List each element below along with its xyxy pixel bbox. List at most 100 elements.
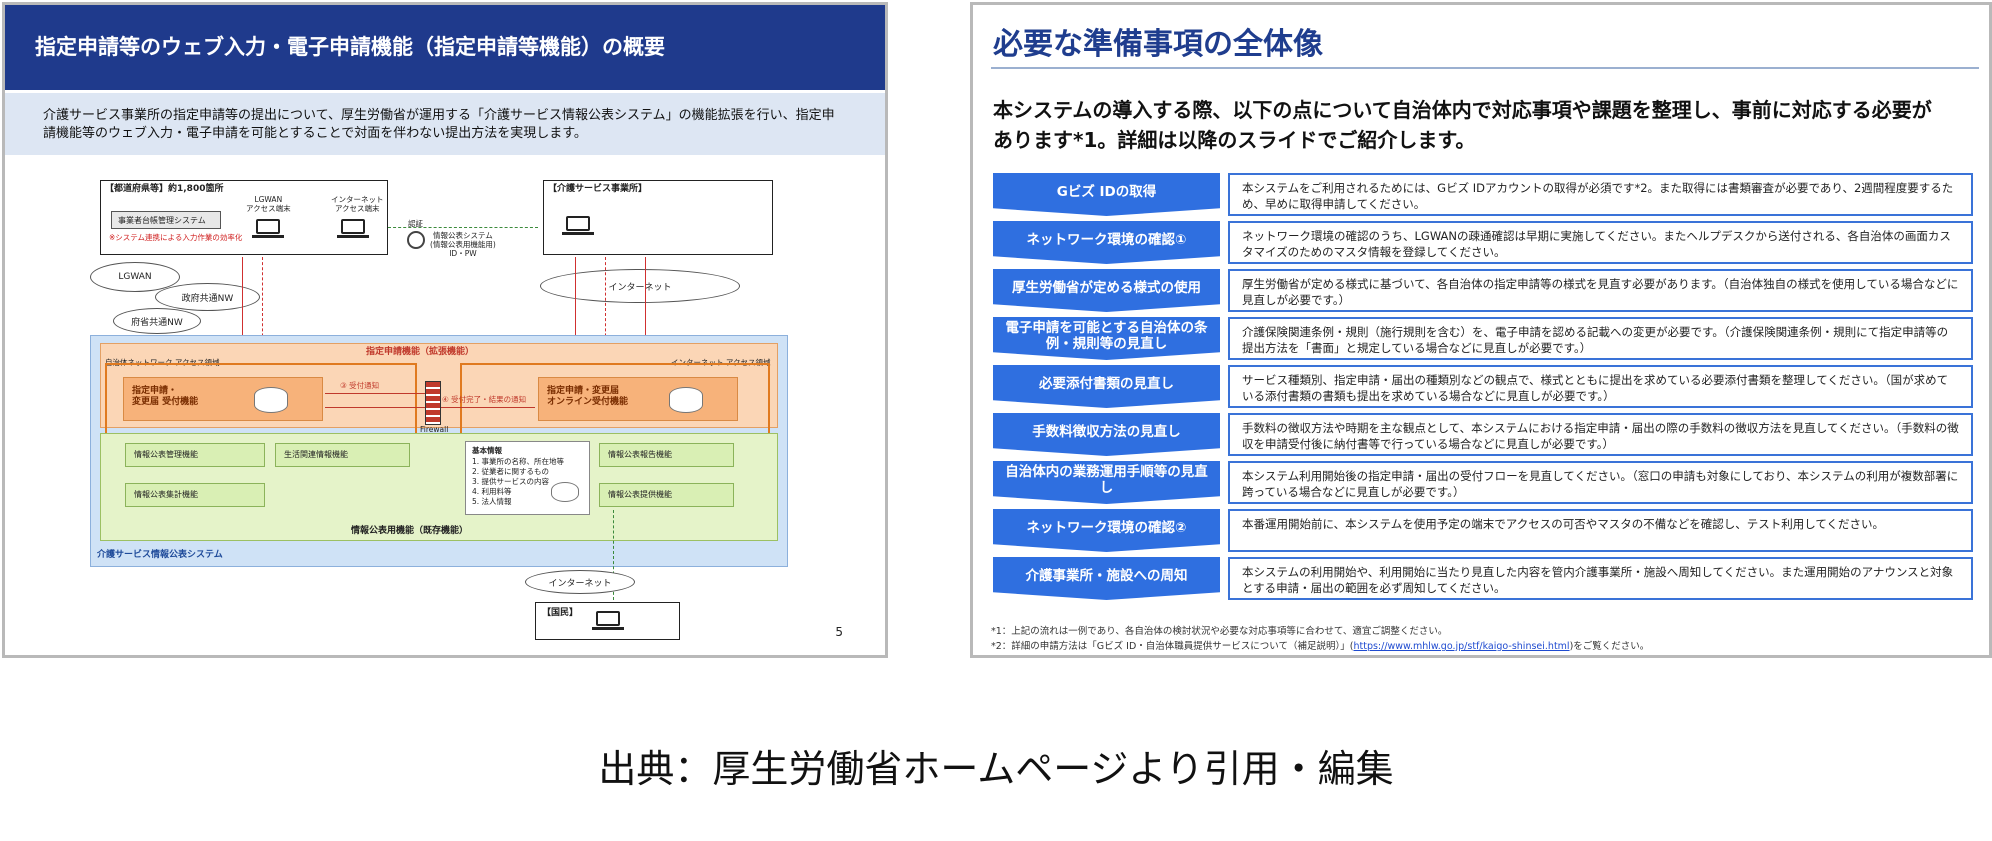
prep-row-label: ネットワーク環境の確認① (993, 221, 1220, 264)
prep-row-label: 電子申請を可能とする自治体の条例・規則等の見直し (993, 317, 1220, 360)
arrow-notify (325, 393, 425, 394)
prep-row: 介護事業所・施設への周知 本システムの利用開始や、利用開始に当たり見直した内容を… (993, 557, 1973, 600)
auth-label: 認証 (408, 219, 423, 228)
prep-row-desc: 本システムをご利用されるためには、Gビズ IDアカウントの取得が必須です*2。ま… (1228, 173, 1973, 216)
basic-info-item: 3. 提供サービスの内容 (472, 477, 550, 486)
firewall-label: Firewall (420, 425, 449, 434)
prep-row: 必要添付書類の見直し サービス種類別、指定申請・届出の種類別などの観点で、様式と… (993, 365, 1973, 408)
prefecture-box: 【都道府県等】約1,800箇所 事業者台帳管理システム ※システム連携による入力… (100, 180, 388, 255)
left-slide-intro: 介護サービス事業所の指定申請等の提出について、厚生労働省が運用する「介護サービス… (5, 93, 885, 155)
right-slide-intro: 本システムの導入する際、以下の点について自治体内で対応事項や課題を整理し、事前に… (993, 98, 1932, 152)
prep-row: ネットワーク環境の確認② 本番運用開始前に、本システムを使用予定の端末でアクセス… (993, 509, 1973, 552)
footnote-1: *1：上記の流れは一例であり、各自治体の検討状況や必要な対応事項等に合わせて、適… (991, 626, 1448, 637)
module-4: 情報公表提供機能 (599, 483, 734, 507)
left-slide-image: 指定申請等のウェブ入力・電子申請機能（指定申請等機能）の概要 介護サービス事業所… (2, 2, 888, 658)
auth-arrow (388, 227, 538, 228)
ledger-system-label: 事業者台帳管理システム (118, 216, 206, 225)
basic-info-item: 1. 事業所の名称、所在地等 (472, 457, 565, 466)
arrow-right-1 (575, 257, 576, 367)
arrow-left-2 (262, 257, 263, 367)
prep-row-desc: 本番運用開始前に、本システムを使用予定の端末でアクセスの可否やマスタの不備などを… (1228, 509, 1973, 552)
user-icon (407, 231, 425, 249)
prep-row: 自治体内の業務運用手順等の見直し 本システム利用開始後の指定申請・届出の受付フロ… (993, 461, 1973, 504)
func-left-box: 指定申請・ 変更届 受付機能 (123, 377, 323, 421)
basic-info-item: 4. 利用料等 (472, 487, 512, 496)
lgwan-terminal-label: LGWAN アクセス端末 (246, 195, 291, 213)
provider-label: 【介護サービス事業所】 (548, 184, 648, 194)
right-slide-title: 必要な準備事項の全体像 (993, 27, 1323, 62)
module-2: 情報公表集計機能 (125, 483, 265, 507)
database-icon (551, 482, 579, 502)
func-right-box: 指定申請・変更届 オンライン受付機能 (538, 377, 738, 421)
prep-row: 電子申請を可能とする自治体の条例・規則等の見直し 介護保険関連条例・規則（施行規… (993, 317, 1973, 360)
cloud-internet: インターネット (540, 269, 740, 303)
prep-row-label: Gビズ IDの取得 (993, 173, 1220, 216)
cloud-lgwan: LGWAN (90, 262, 180, 292)
ledger-system-box: 事業者台帳管理システム (111, 211, 221, 229)
prep-row-label: 手数料徴収方法の見直し (993, 413, 1220, 456)
func-left-label: 指定申請・ 変更届 受付機能 (132, 386, 199, 407)
basic-info-box: 基本情報 1. 事業所の名称、所在地等 2. 従業者に関するもの 3. 提供サー… (465, 441, 590, 515)
arrow-notify-label: ③ 受付通知 (340, 381, 380, 390)
existing-function-label: 情報公表用機能（既存機能） (351, 526, 469, 536)
cloud-ministry-nw: 府省共通NW (113, 308, 201, 334)
prep-row-label: ネットワーク環境の確認② (993, 509, 1220, 552)
arrow-to-citizen (613, 510, 614, 600)
prep-row-desc: ネットワーク環境の確認のうち、LGWANの疎通確認は早期に実施してください。また… (1228, 221, 1973, 264)
prep-row: Gビズ IDの取得 本システムをご利用されるためには、Gビズ IDアカウントの取… (993, 173, 1973, 216)
prep-row-desc: 介護保険関連条例・規則（施行規則を含む）を、電子申請を認める記載への変更が必要で… (1228, 317, 1973, 360)
basic-info-title: 基本情報 (472, 446, 502, 455)
prep-row-label: 介護事業所・施設への周知 (993, 557, 1220, 600)
prep-row-desc: 厚生労働省が定める様式に基づいて、各自治体の指定申請等の様式を見直す必要がありま… (1228, 269, 1973, 312)
cloud-internet-bottom: インターネット (525, 570, 635, 594)
prep-row-desc: 本システム利用開始後の指定申請・届出の受付フローを見直してください。（窓口の申請… (1228, 461, 1973, 504)
firewall-icon (425, 381, 441, 425)
prep-row: 手数料徴収方法の見直し 手数料の徴収方法や時期を主な観点として、本システムにおけ… (993, 413, 1973, 456)
citizen-box: 【国民】 (535, 602, 680, 640)
lgwan-laptop-icon (252, 219, 284, 238)
prefecture-label: 【都道府県等】約1,800箇所 (105, 184, 224, 194)
lgwan-area-label: 自治体ネットワーク アクセス領域 (105, 358, 220, 367)
prep-row-label: 自治体内の業務運用手順等の見直し (993, 461, 1220, 504)
cloud-gov-nw: 政府共通NW (155, 283, 260, 311)
footnote-2-prefix: *2：詳細の申請方法は「Gビズ ID・自治体職員提供サービスについて（補足説明）… (991, 641, 1354, 652)
prep-row-desc: 本システムの利用開始や、利用開始に当たり見直した内容を管内介護事業所・施設へ周知… (1228, 557, 1973, 600)
left-slide-title: 指定申請等のウェブ入力・電子申請機能（指定申請等機能）の概要 (5, 5, 885, 90)
footnote-2-suffix: )をご覧ください。 (1569, 641, 1650, 652)
func-right-label: 指定申請・変更届 オンライン受付機能 (547, 386, 629, 407)
internet-area-label: インターネット アクセス領域 (671, 358, 771, 367)
extended-function-label: 指定申請機能（拡張機能） (366, 347, 475, 357)
arrow-right-2 (605, 257, 606, 367)
prep-row: 厚生労働省が定める様式の使用 厚生労働省が定める様式に基づいて、各自治体の指定申… (993, 269, 1973, 312)
internet-laptop-icon (337, 219, 369, 238)
module-3: 情報公表報告機能 (599, 443, 734, 467)
provider-laptop-icon (562, 216, 594, 235)
database-icon (254, 387, 288, 413)
arrow-right-3 (645, 257, 646, 367)
auth-note: 情報公表システム (情報公表用機能用) ID・PW (430, 231, 496, 258)
provider-box: 【介護サービス事業所】 (543, 180, 773, 255)
module-1: 生活関連情報機能 (275, 443, 410, 467)
prep-row-desc: 手数料の徴収方法や時期を主な観点として、本システムにおける指定申請・届出の際の手… (1228, 413, 1973, 456)
prep-row-label: 厚生労働省が定める様式の使用 (993, 269, 1220, 312)
prep-row-desc: サービス種類別、指定申請・届出の種類別などの観点で、様式とともに提出を求めている… (1228, 365, 1973, 408)
arrow-left-1 (242, 257, 243, 367)
page-number: 5 (835, 625, 843, 639)
prep-row-label: 必要添付書類の見直し (993, 365, 1220, 408)
arrow-result-label: ④ 受付完了・結果の通知 (442, 395, 527, 404)
footnote-2-link[interactable]: https://www.mhlw.go.jp/stf/kaigo-shinsei… (1353, 641, 1570, 652)
outer-system-label: 介護サービス情報公表システム (97, 550, 223, 560)
database-icon (669, 387, 703, 413)
prep-row: ネットワーク環境の確認① ネットワーク環境の確認のうち、LGWANの疎通確認は早… (993, 221, 1973, 264)
footnote-2: *2：詳細の申請方法は「Gビズ ID・自治体職員提供サービスについて（補足説明）… (991, 638, 1649, 652)
right-slide-image: 必要な準備事項の全体像 本システムの導入する際、以下の点について自治体内で対応事… (970, 2, 1992, 658)
citizen-label: 【国民】 (542, 608, 579, 618)
ledger-note: ※システム連携による入力作業の効率化 (109, 233, 243, 242)
module-0: 情報公表管理機能 (125, 443, 265, 467)
internet-terminal-label: インターネット アクセス端末 (331, 195, 384, 213)
citizen-laptop-icon (592, 611, 624, 630)
title-rule (991, 67, 1979, 69)
source-caption: 出典：厚生労働省ホームページより引用・編集 (598, 747, 1394, 791)
basic-info-item: 2. 従業者に関するもの (472, 467, 550, 476)
basic-info-item: 5. 法人情報 (472, 497, 512, 506)
